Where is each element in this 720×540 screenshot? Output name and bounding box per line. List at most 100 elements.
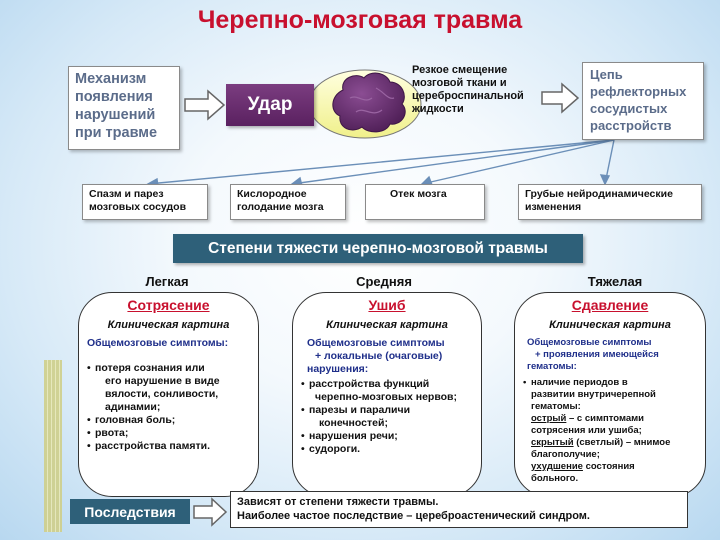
period-text: состояния [582,461,635,472]
degrees-banner: Степени тяжести черепно-мозговой травмы [173,234,583,263]
panel-heading: Общемозговые симптомы: [87,337,250,350]
effect-line: голодание мозга [237,201,324,213]
heading-line: Общемозговые симптомы [527,337,652,348]
list-item: наличие периодов в развитии внутричерепн… [523,377,697,485]
chain-line: рефлекторных [590,84,687,99]
panel-subtitle: Клиническая картина [549,319,671,331]
effect-line: Кислородное [237,188,307,200]
list-item: головная боль; [87,414,250,427]
heading-line: Общемозговые симптомы [307,337,445,349]
item-line: судороги. [309,443,361,455]
period-text: – с симптомами [566,413,645,424]
item-line: потеря сознания или [95,362,205,374]
panel-heading: Общемозговые симптомы + проявления имеющ… [523,337,697,373]
symptom-list: наличие периодов в развитии внутричерепн… [523,377,697,485]
period-name: острый [531,413,567,424]
panel-concussion: Сотрясение Клиническая картина Общемозго… [78,292,259,497]
item-line: черепно-мозговых нервов; [315,391,458,403]
chain-line: расстройств [590,118,672,133]
effect-line: мозговых сосудов [89,201,187,213]
chain-line: Цепь [590,67,623,82]
item-line: развитии внутричерепной [531,389,656,400]
mechanism-line: при травме [75,125,158,141]
panel-title: Сдавление [571,297,649,313]
mechanism-box: Механизм появления нарушений при травме [68,66,180,150]
item-line: вялости, сонливости, [105,388,219,400]
shift-text: Резкое смещение мозговой ткани и церебро… [412,64,542,116]
shift-line: цереброспинальной [412,90,524,102]
item-line: гематомы: [531,401,581,412]
effect-line: изменения [525,201,582,213]
shift-line: Резкое смещение [412,64,508,76]
list-item: расстройства функций черепно-мозговых не… [301,378,473,404]
panel-heading: Общемозговые симптомы + локальные (очаго… [301,337,473,376]
heading-line: + локальные (очаговые) [315,350,443,362]
panel-title: Ушиб [368,297,406,313]
consequences-line: Зависят от степени тяжести травмы. [237,496,439,508]
period-cont: благополучие; [531,449,600,460]
list-item: судороги. [301,443,473,456]
effect-box-spasm: Спазм и парез мозговых сосудов [82,184,208,220]
effect-line: Отек мозга [390,188,447,200]
item-line: рвота; [95,427,129,439]
block-arrow-icon [541,82,580,114]
item-line: расстройства функций [309,378,430,390]
panel-contusion: Ушиб Клиническая картина Общемозговые си… [292,292,482,497]
list-item: расстройства памяти. [87,440,250,453]
chain-line: сосудистых [590,101,668,116]
item-line: парезы и параличи [309,404,411,416]
strike-box: Удар [226,84,314,126]
heading-line: нарушения: [307,363,369,375]
chain-box: Цепь рефлекторных сосудистых расстройств [582,62,704,140]
period-cont: сотрясения или ушиба; [531,425,642,436]
mechanism-line: нарушений [75,107,156,123]
period-line: скрытый (светлый) – мнимое [531,437,697,449]
list-item: рвота; [87,427,250,440]
symptom-list: потеря сознания или его нарушение в виде… [87,362,250,453]
panel-title: Сотрясение [127,297,210,313]
item-line: адинамии; [105,401,161,413]
consequences-label: Последствия [70,499,190,524]
effect-arrows [146,139,615,188]
panel-compression: Сдавление Клиническая картина Общемозгов… [514,292,706,497]
period-line: острый – с симптомами [531,413,697,425]
shift-line: жидкости [412,103,464,115]
block-arrow-icon [184,89,226,121]
decorative-stripe [44,360,62,532]
effect-line: Грубые нейродинамические [525,188,673,200]
item-line: наличие периодов в [531,377,628,388]
item-line: нарушения речи; [309,430,398,442]
brain-icon [332,72,406,133]
mechanism-line: появления [75,89,153,105]
effect-line: Спазм и парез [89,188,164,200]
effect-box-hypoxia: Кислородное голодание мозга [230,184,346,220]
page-title: Черепно-мозговая травма [197,6,523,34]
shift-line: мозговой ткани и [412,77,507,89]
consequences-text: Зависят от степени тяжести травмы. Наибо… [230,491,688,528]
period-name: ухудшение [531,461,583,472]
heading-line: гематомы: [527,361,577,372]
severity-mild: Легкая [145,274,189,289]
period-line: ухудшение состояния [531,461,697,473]
period-name: скрытый [531,437,574,448]
item-line: расстройства памяти. [95,440,211,452]
item-line: конечностей; [319,417,388,429]
item-line: его нарушение в виде [105,375,220,387]
panel-subtitle: Клиническая картина [107,319,230,331]
list-item: парезы и параличи конечностей; [301,404,473,430]
heading-line: Общемозговые симптомы: [87,337,229,349]
consequences-line: Наиболее частое последствие – цереброаст… [237,510,590,522]
symptom-list: расстройства функций черепно-мозговых не… [301,378,473,456]
effect-box-edema: Отек мозга [365,184,485,220]
heading-line: + проявления имеющейся [535,349,659,360]
list-item: нарушения речи; [301,430,473,443]
panel-subtitle: Клиническая картина [326,319,448,331]
period-text: (светлый) – мнимое [573,437,671,448]
severity-severe: Тяжелая [587,274,643,289]
mechanism-line: Механизм [75,71,147,87]
block-arrow-icon [193,497,228,527]
item-line: головная боль; [95,414,176,426]
severity-moderate: Средняя [356,274,412,289]
period-cont: больного. [531,473,579,484]
